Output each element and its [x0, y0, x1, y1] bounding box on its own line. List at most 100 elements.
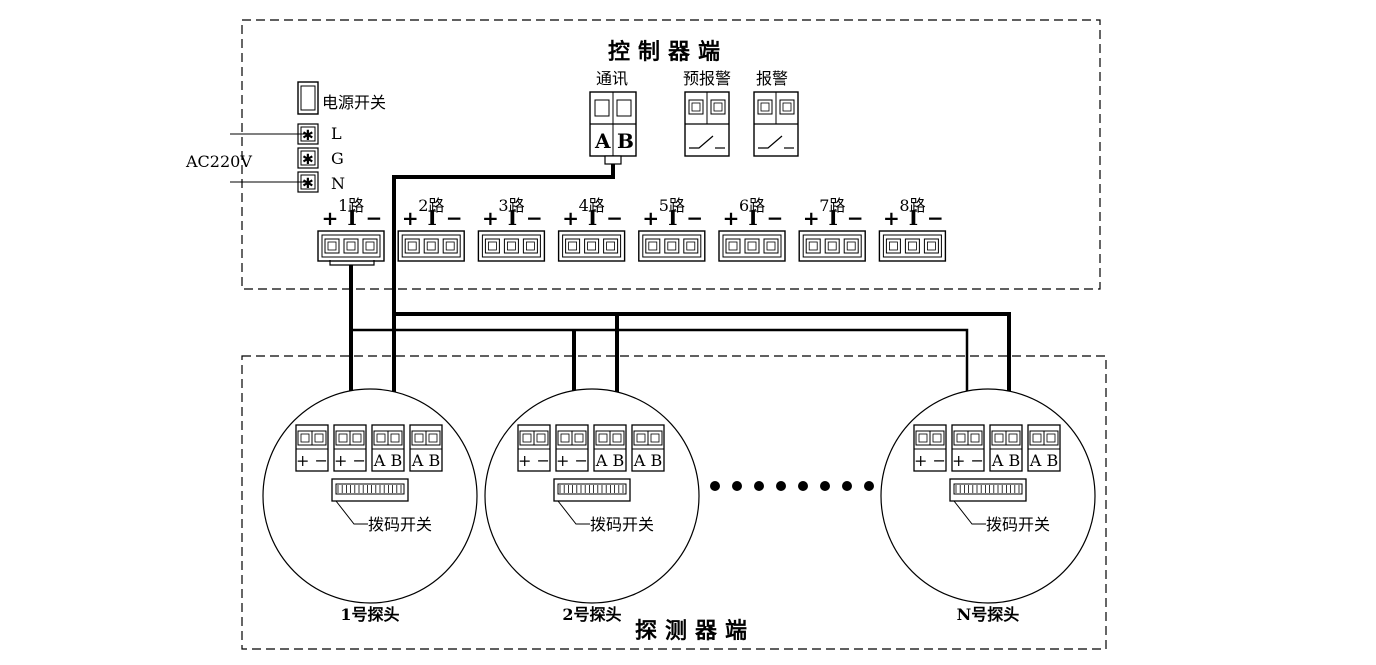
polarity-mark: −	[927, 206, 944, 230]
controller-title: 控制器端	[608, 39, 728, 65]
channel-label: 8路	[899, 196, 925, 215]
power-switch	[297, 81, 319, 115]
polarity-mark: −	[686, 206, 703, 230]
channel-terminals: 1路+I−2路+I−3路+I−4路+I−5路+I−6路+I−7路+I−8路+I−	[317, 196, 947, 262]
channel-label: 2路	[418, 196, 444, 215]
probe-name: 1号探头	[340, 605, 399, 624]
channel-7: 7路+ I−	[798, 196, 866, 262]
polarity-mark: I	[909, 206, 918, 230]
polarity-mark: I	[428, 206, 437, 230]
detector-title: 探测器端	[635, 618, 755, 644]
probe-terminal-label: A B	[633, 451, 662, 470]
probe-2: + − + − A B A B 拨码开关 2号探头	[484, 388, 700, 624]
probe-terminal-block: A B	[371, 424, 405, 472]
channel-4: 4路+ I−	[557, 196, 626, 262]
probe-name: 2号探头	[562, 605, 621, 624]
dip-switch: 拨码开关	[331, 478, 432, 534]
probe-terminal-label: A B	[411, 451, 440, 470]
channel-label: 1路	[338, 196, 364, 215]
svg-text:✱: ✱	[302, 152, 314, 168]
ac-terminal-n: N	[331, 174, 345, 193]
polarity-mark: +	[482, 206, 499, 230]
channel-1: 1路+ I−	[317, 196, 385, 262]
polarity-mark: −	[526, 206, 543, 230]
channel-label: 7路	[819, 196, 845, 215]
comm-terminal-a: A	[594, 129, 611, 153]
dip-switch-label: 拨码开关	[368, 515, 432, 534]
polarity-mark: +	[562, 206, 579, 230]
polarity-mark: I	[829, 206, 838, 230]
comm-terminal-block	[589, 91, 637, 165]
probe-terminal-block: A B	[409, 424, 443, 472]
comm-terminal-b: B	[617, 129, 634, 153]
pre-alarm-label: 预报警	[683, 69, 731, 88]
probe-terminal-block: + −	[333, 424, 367, 472]
polarity-mark: I	[347, 206, 356, 230]
dip-switch-label: 拨码开关	[986, 515, 1050, 534]
channel-8: 8路+ I−	[878, 196, 947, 262]
channel-5: 5路+ I−	[638, 196, 706, 262]
probe-terminal-label: + −	[518, 451, 550, 470]
dip-switch: 拨码开关	[949, 478, 1050, 534]
polarity-mark: −	[446, 206, 463, 230]
polarity-mark: I	[668, 206, 677, 230]
probes: + − + − A B A B 拨码开关 1号探头 + − + − A B A B 拨码开关 2号探头…	[262, 388, 1096, 624]
probe-terminal-block: + −	[555, 424, 589, 472]
polarity-mark: −	[847, 206, 864, 230]
probe-1: + − + − A B A B 拨码开关 1号探头	[262, 388, 478, 624]
channel-2: 2路+ I−	[397, 196, 465, 262]
probe-terminal-label: A B	[1029, 451, 1058, 470]
probe-terminal-label: A B	[991, 451, 1020, 470]
probe-terminal-label: + −	[296, 451, 328, 470]
ac-terminal-l: L	[331, 124, 342, 143]
power-switch-label: 电源开关	[322, 93, 386, 112]
wiring	[329, 164, 1011, 420]
ac-terminal-g: G	[331, 149, 344, 168]
polarity-mark: I	[588, 206, 597, 230]
channel-label: 3路	[498, 196, 524, 215]
channel-label: 4路	[579, 196, 605, 215]
polarity-mark: −	[606, 206, 623, 230]
relay-block-1	[684, 91, 730, 157]
ac-label: AC220V	[185, 152, 252, 171]
probe-terminal-label: A B	[595, 451, 624, 470]
probe-terminal-block: A B	[1027, 424, 1061, 472]
probe-terminal-block: + −	[517, 424, 551, 472]
probe-terminal-block: + −	[913, 424, 947, 472]
relay-blocks	[684, 91, 799, 157]
probe-terminal-block: A B	[989, 424, 1023, 472]
probe-terminal-label: + −	[334, 451, 366, 470]
svg-text:✱: ✱	[302, 176, 314, 192]
channel-3: 3路+ I−	[477, 196, 546, 262]
polarity-mark: +	[723, 206, 740, 230]
polarity-mark: +	[883, 206, 900, 230]
probe-terminal-label: A B	[373, 451, 402, 470]
polarity-mark: −	[366, 206, 383, 230]
polarity-mark: −	[767, 206, 784, 230]
polarity-mark: +	[322, 206, 339, 230]
alarm-label: 报警	[756, 69, 788, 88]
probe-3: + − + − A B A B 拨码开关 N号探头	[880, 388, 1096, 624]
probe-terminal-label: + −	[952, 451, 984, 470]
probe-terminal-block: A B	[631, 424, 665, 472]
channel-label: 6路	[739, 196, 765, 215]
polarity-mark: +	[642, 206, 659, 230]
polarity-mark: +	[402, 206, 419, 230]
channel-6: 6路+ I−	[718, 196, 786, 262]
dip-switch-label: 拨码开关	[590, 515, 654, 534]
channel-label: 5路	[659, 196, 685, 215]
probe-terminal-block: A B	[593, 424, 627, 472]
probe-name: N号探头	[957, 605, 1020, 624]
svg-text:✱: ✱	[302, 128, 314, 144]
probe-terminal-block: + −	[951, 424, 985, 472]
ac-terminal-block: ✱ ✱ ✱	[297, 123, 319, 193]
probe-terminal-block: + −	[295, 424, 329, 472]
comm-label: 通讯	[596, 69, 628, 88]
probe-terminal-label: + −	[556, 451, 588, 470]
polarity-mark: I	[508, 206, 517, 230]
polarity-mark: +	[803, 206, 820, 230]
ellipsis-dots	[710, 481, 874, 491]
polarity-mark: I	[748, 206, 757, 230]
controller-frame	[241, 19, 1101, 290]
